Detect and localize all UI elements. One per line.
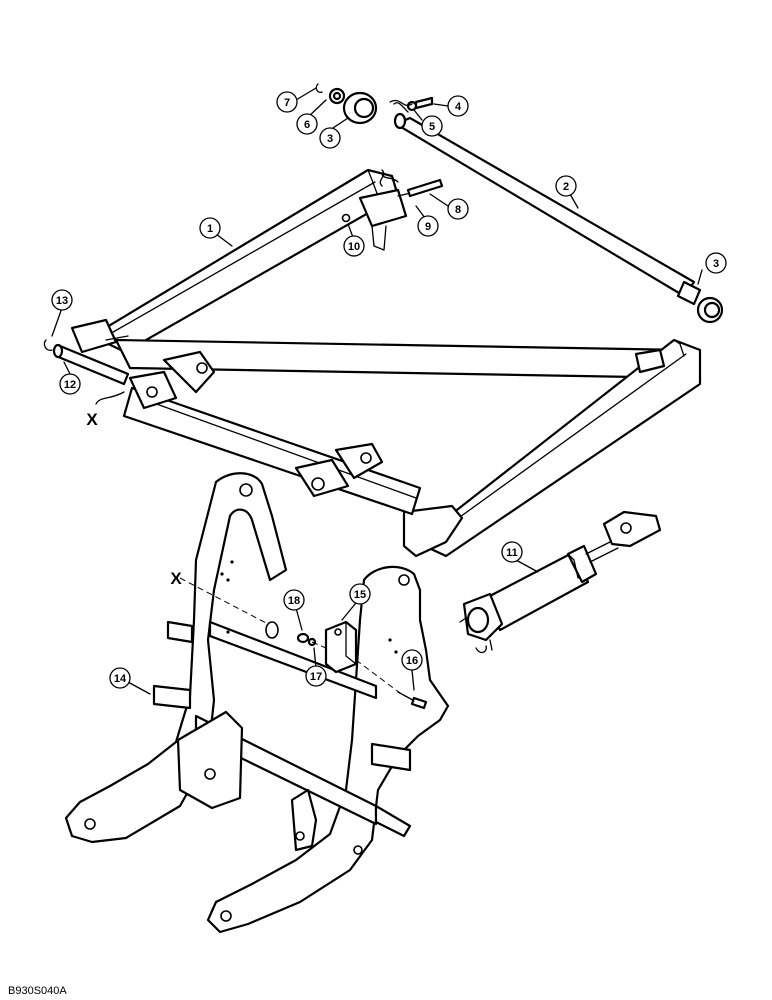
loader-frame <box>70 168 702 558</box>
callout-3b: 3 <box>705 252 727 274</box>
callout-14: 14 <box>109 667 131 689</box>
callout-label-3b: 3 <box>713 258 719 270</box>
pivot-pin <box>43 339 130 386</box>
assembly-lines <box>95 102 409 697</box>
callout-label-10: 10 <box>348 241 360 253</box>
figure-code: B930S040A <box>8 985 67 997</box>
callout-17: 17 <box>305 665 327 687</box>
callout-label-1: 1 <box>207 223 213 235</box>
callout-label-17: 17 <box>310 671 322 683</box>
callout-label-6a: 6 <box>304 119 310 131</box>
callout-16: 16 <box>401 649 423 671</box>
callout-4: 4 <box>447 95 469 117</box>
callout-label-16: 16 <box>406 655 418 667</box>
callout-6a: 6 <box>296 113 318 135</box>
callout-1: 1 <box>199 217 221 239</box>
callout-9: 9 <box>417 215 439 237</box>
callout-label-12: 12 <box>64 379 76 391</box>
callout-label-18: 18 <box>288 595 300 607</box>
callout-10: 10 <box>343 235 365 257</box>
section-marker-upper: X <box>86 410 98 429</box>
section-marker-lower: X <box>170 569 182 588</box>
callout-label-3a: 3 <box>327 133 333 145</box>
callout-label-11: 11 <box>506 547 518 559</box>
callout-label-15: 15 <box>354 589 366 601</box>
callout-12: 12 <box>59 373 81 395</box>
callout-label-14: 14 <box>114 673 127 685</box>
callout-3a: 3 <box>319 127 341 149</box>
callout-label-2: 2 <box>563 181 569 193</box>
callout-label-4: 4 <box>455 101 462 113</box>
mounting-frame <box>64 472 450 934</box>
callout-5: 5 <box>421 115 443 137</box>
callout-18: 18 <box>283 589 305 611</box>
callout-label-8: 8 <box>455 204 461 216</box>
callout-8: 8 <box>447 198 469 220</box>
cross-shaft <box>315 83 724 324</box>
callout-11: 11 <box>501 541 523 563</box>
callout-7: 7 <box>276 91 298 113</box>
hydraulic-cylinder <box>459 510 662 654</box>
callout-label-13: 13 <box>56 295 68 307</box>
callout-15: 15 <box>349 583 371 605</box>
callout-2: 2 <box>555 175 577 197</box>
switch-assembly <box>296 620 428 710</box>
callout-label-7: 7 <box>284 97 290 109</box>
callout-label-5: 5 <box>429 121 435 133</box>
callout-label-9: 9 <box>425 221 431 233</box>
callout-13: 13 <box>51 289 73 311</box>
